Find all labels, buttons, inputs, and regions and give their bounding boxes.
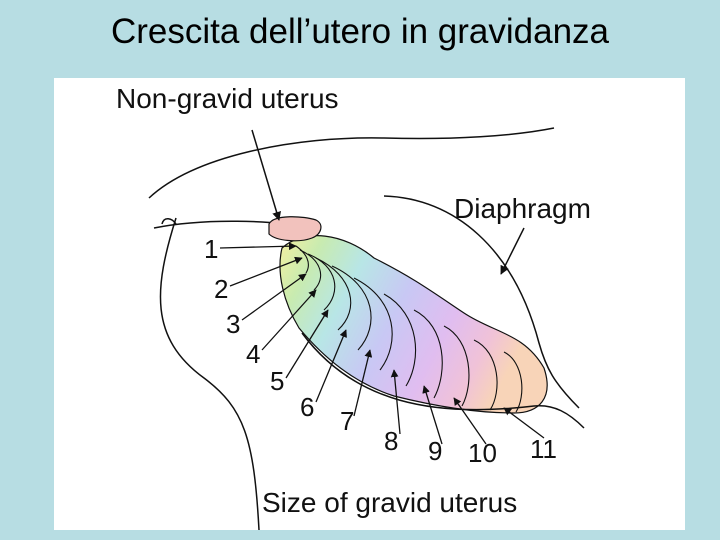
body-outline-left	[159, 217, 260, 530]
month-arrow-7	[353, 349, 373, 417]
uterus-growth-diagram: Non-gravid uterus Diaphragm Size of grav…	[116, 83, 591, 530]
month-arrow-9	[422, 385, 443, 445]
month-label-2: 2	[214, 274, 228, 304]
diagram-panel: Non-gravid uterus Diaphragm Size of grav…	[54, 78, 685, 530]
month-arrow-5	[285, 309, 329, 379]
month-label-1: 1	[204, 234, 218, 264]
month-label-4: 4	[246, 339, 260, 369]
pelvis-outline	[161, 218, 177, 225]
month-arrow-3	[241, 273, 307, 321]
month-label-8: 8	[384, 426, 398, 456]
month-label-3: 3	[226, 309, 240, 339]
month-arrows	[219, 242, 545, 445]
diaphragm-arrow	[500, 227, 525, 275]
month-arrow-2	[229, 256, 303, 287]
pelvic-floor-line	[301, 332, 585, 429]
size-of-gravid-uterus-label: Size of gravid uterus	[262, 487, 517, 518]
month-label-10: 10	[468, 438, 497, 468]
month-label-5: 5	[270, 366, 284, 396]
diaphragm-curve	[383, 195, 580, 409]
month-arrow-4	[261, 289, 317, 351]
month-label-6: 6	[300, 392, 314, 422]
month-arrow-10	[453, 397, 487, 445]
month-arrow-6	[315, 329, 347, 403]
month-arrow-1	[219, 242, 297, 251]
slide-title: Crescita dell’utero in gravidanza	[110, 12, 610, 51]
body-outline-upper	[148, 127, 555, 199]
month-label-11: 11	[530, 434, 557, 464]
non-gravid-arrow	[251, 129, 281, 221]
gravid-uterus-shape	[279, 235, 548, 414]
month-arrow-8	[390, 369, 401, 435]
growth-contours	[295, 245, 523, 413]
month-label-7: 7	[340, 406, 354, 436]
non-gravid-uterus-label: Non-gravid uterus	[116, 83, 339, 114]
diaphragm-label: Diaphragm	[454, 193, 591, 224]
non-gravid-uterus-shape	[268, 216, 322, 242]
month-labels: 1 2 3 4 5 6 7 8 9 10 11	[204, 234, 557, 468]
month-label-9: 9	[428, 436, 442, 466]
month-arrow-11	[503, 407, 545, 439]
